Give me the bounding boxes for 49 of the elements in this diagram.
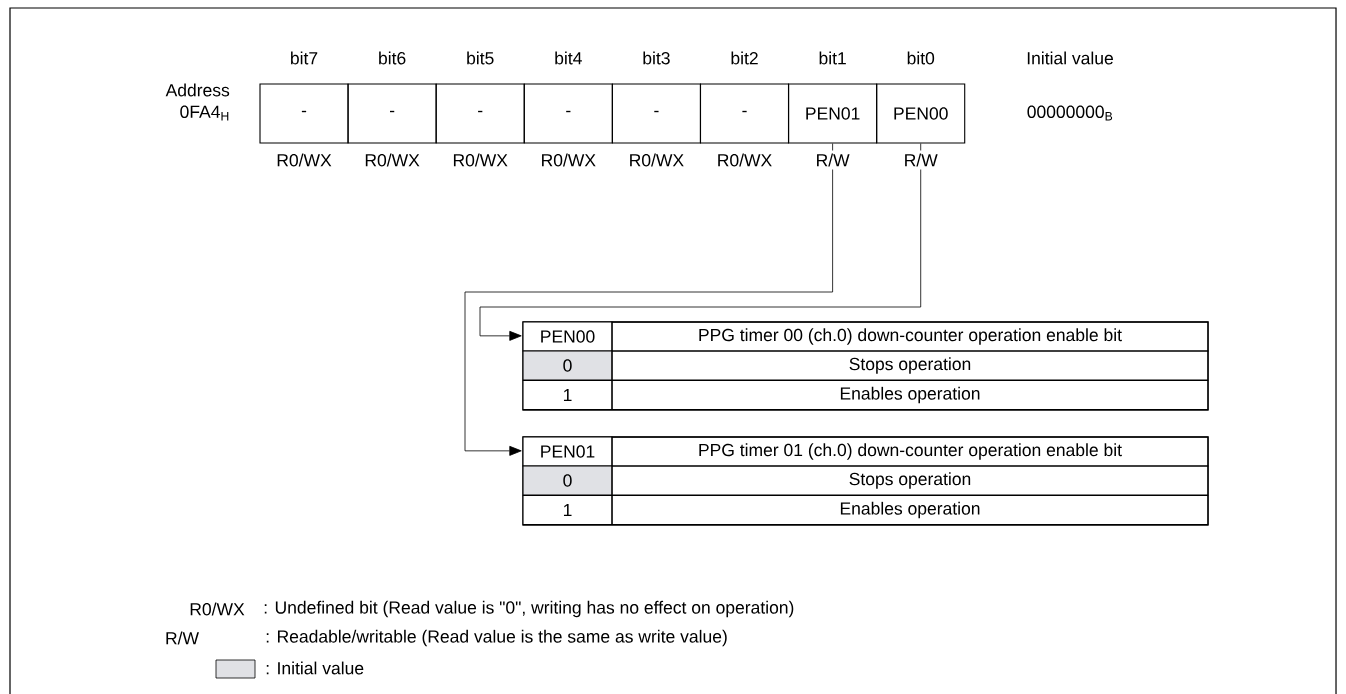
value-cell: 0 [522, 350, 613, 381]
bit-name-cell: PEN00 [522, 321, 613, 352]
setting-cell: Stops operation [611, 350, 1209, 381]
register-cell: - [699, 83, 790, 144]
bit-label: bit7 [291, 51, 318, 65]
register-cell: PEN00 [876, 83, 966, 144]
legend-description: : Initial value [266, 661, 364, 675]
access-label: R0/WX [537, 150, 599, 170]
column-heading: Initial value [1027, 51, 1113, 65]
bit-label: bit4 [555, 51, 582, 65]
bit-label: bit6 [379, 51, 406, 65]
bit-table [522, 321, 1209, 411]
setting-cell: Enables operation [611, 494, 1209, 526]
setting-cell: Enables operation [611, 379, 1209, 411]
access-label: R0/WX [713, 150, 776, 170]
description-cell: PPG timer 01 (ch.0) down-counter operation enable bit [611, 436, 1209, 467]
access-label: R/W [812, 150, 853, 170]
address-value: 0FA4$_{H}$ [180, 105, 229, 121]
bit-label: bit1 [819, 51, 846, 65]
register-cell: - [259, 83, 349, 144]
access-label: R0/WX [361, 150, 423, 170]
bit-table [522, 436, 1209, 526]
access-label: R0/WX [625, 150, 688, 170]
access-label: R/W [900, 150, 941, 170]
bit-label: bit3 [643, 51, 670, 65]
register-cell: - [611, 83, 701, 144]
setting-cell: Stops operation [611, 465, 1209, 496]
legend-description: : Undefined bit (Read value is "0", writing has no effect on operation) [264, 600, 794, 618]
register-cell: - [523, 83, 613, 144]
register-cell: - [435, 83, 525, 144]
value-cell: 1 [522, 494, 613, 526]
value-cell: 1 [522, 379, 613, 411]
legend-description: : Readable/writable (Read value is the same as write value) [266, 629, 727, 647]
bit-label: bit5 [467, 51, 494, 65]
description-cell: PPG timer 00 (ch.0) down-counter operation enable bit [611, 321, 1209, 352]
bit-label: bit2 [731, 51, 758, 65]
bit-name-cell: PEN01 [522, 436, 613, 467]
register-cell: PEN01 [788, 83, 878, 144]
legend-key: R0/WX [190, 602, 245, 616]
initial-value: 00000000$_{B}$ [1027, 105, 1113, 121]
value-cell: 0 [522, 465, 613, 496]
register-cell: - [347, 83, 437, 144]
access-label: R0/WX [449, 150, 511, 170]
arrow [479, 143, 922, 341]
legend-key: R/W [166, 631, 199, 645]
address-label: Address [165, 83, 230, 97]
arrow [464, 143, 833, 456]
access-label: R0/WX [273, 150, 335, 170]
bit-label: bit0 [907, 51, 935, 65]
